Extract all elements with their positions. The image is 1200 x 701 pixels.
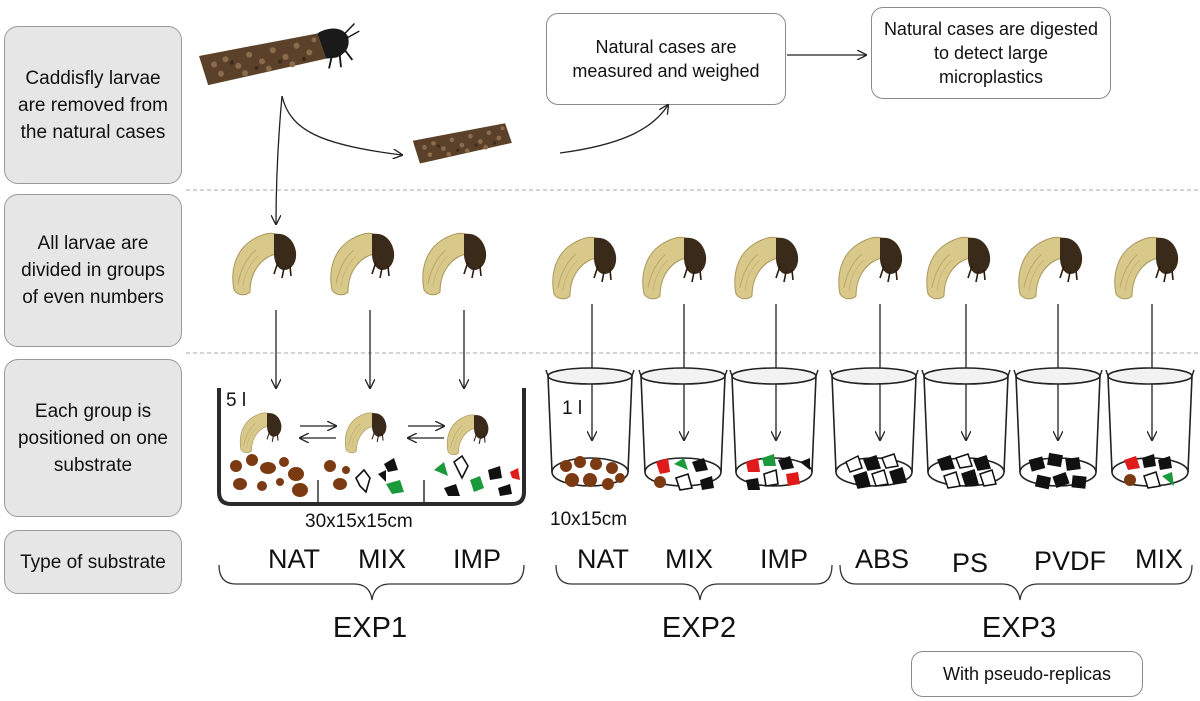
tank-volume-label: 5 l (226, 390, 247, 411)
beaker-icon (638, 367, 728, 487)
ps-substrate (937, 453, 997, 489)
empty-case-icon (412, 122, 514, 165)
imp-substrate (434, 454, 520, 496)
note-digested-microplastics: Natural cases are digested to detect lar… (871, 7, 1111, 99)
beaker-volume-label: 1 l (562, 398, 583, 419)
substrate-label-exp3-abs: ABS (854, 544, 910, 574)
step-text: Each group is positioned on one substrat… (17, 400, 168, 476)
mix-substrate (1124, 454, 1174, 489)
step-box-remove-larvae: Caddisfly larvae are removed from the na… (4, 26, 182, 184)
larva-icon (421, 232, 487, 296)
step-box-position-substrate: Each group is positioned on one substrat… (4, 359, 182, 517)
larva-icon (1017, 236, 1083, 300)
beaker-icon (1105, 367, 1195, 487)
tank-size-label: 30x15x15cm (305, 511, 413, 532)
abs-substrate (845, 453, 907, 489)
note-pseudo-replicas: With pseudo-replicas (911, 651, 1143, 697)
larva-icon (329, 232, 395, 296)
beaker-icon (545, 367, 635, 487)
substrate-label-exp3-mix: MIX (1134, 544, 1184, 574)
caddisfly-case-icon (198, 23, 360, 86)
substrate-label-exp2-mix: MIX (664, 544, 714, 574)
arrow-to-measured (559, 105, 668, 154)
step-text: All larvae are divided in groups of even… (21, 233, 165, 308)
step-box-substrate-type: Type of substrate (4, 530, 182, 594)
arrow-to-larvae (276, 95, 283, 224)
note-text: With pseudo-replicas (942, 664, 1112, 684)
mix-substrate (324, 458, 404, 494)
step-text: Type of substrate (20, 551, 166, 573)
substrate-label-exp3-ps: PS (951, 548, 989, 578)
brace-exp1 (218, 564, 525, 601)
experiment-label-exp1: EXP1 (332, 612, 408, 644)
swap-arrows-icon (408, 426, 444, 438)
natural-substrate (230, 454, 308, 497)
step-text: Caddisfly larvae are removed from the na… (18, 67, 168, 143)
arrow-to-empty-case (281, 95, 402, 155)
substrate-label-exp1-imp: IMP (452, 544, 502, 574)
larva-icon (551, 236, 617, 300)
step-box-divide-groups: All larvae are divided in groups of even… (4, 194, 182, 347)
note-text: Natural cases are digested to detect lar… (883, 19, 1099, 87)
tank-icon (217, 388, 526, 506)
larva-icon (232, 232, 297, 296)
larva-icon (344, 412, 387, 454)
beaker-size-label: 10x15cm (550, 509, 628, 530)
substrate-label-exp3-pvdf: PVDF (1033, 546, 1107, 576)
imp-substrate (746, 454, 810, 490)
substrate-label-exp1-mix: MIX (357, 544, 407, 574)
beaker-icon (729, 367, 819, 487)
larva-icon (733, 236, 799, 300)
natural-substrate (560, 456, 625, 490)
brace-exp2 (555, 564, 833, 601)
experiment-label-exp2: EXP2 (661, 612, 737, 644)
larva-icon (925, 236, 991, 300)
substrate-label-exp2-imp: IMP (759, 544, 809, 574)
larva-icon (837, 236, 903, 300)
note-text: Natural cases are measured and weighed (572, 37, 760, 81)
substrate-label-exp1-nat: NAT (268, 544, 320, 574)
larva-icon (446, 414, 489, 456)
experiment-label-exp3: EXP3 (981, 612, 1057, 644)
mix-substrate (654, 458, 714, 491)
larva-icon (239, 412, 282, 454)
brace-exp3 (839, 564, 1193, 601)
pvdf-substrate (1028, 452, 1087, 490)
swap-arrows-icon (300, 426, 336, 438)
substrate-label-exp2-nat: NAT (577, 544, 629, 574)
larva-icon (641, 236, 707, 300)
larva-icon (1114, 236, 1179, 300)
